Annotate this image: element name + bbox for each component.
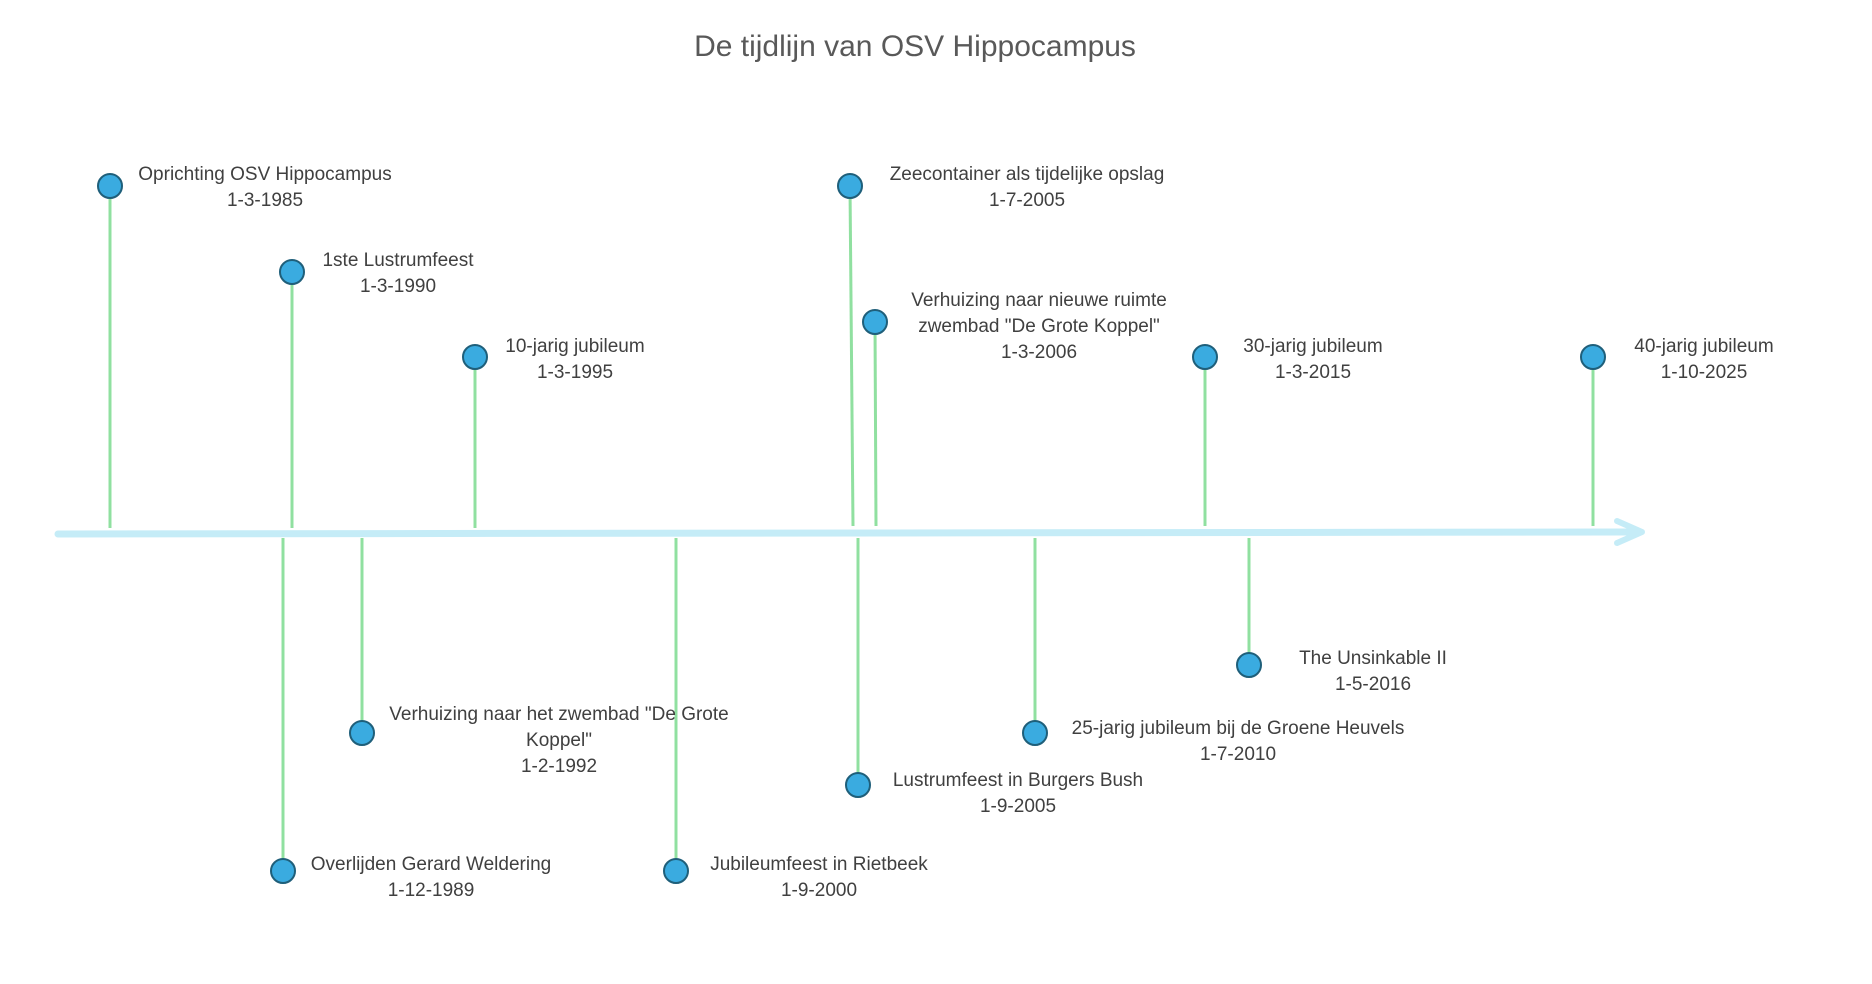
marker-jubileum40: [1580, 344, 1606, 370]
event-date: 1-7-2005: [988, 190, 1066, 211]
marker-overlijden: [270, 858, 296, 884]
marker-zeecontainer: [837, 173, 863, 199]
event-title: Verhuizing naar het zwembad "De Grote Ko…: [389, 704, 729, 751]
event-title: 30-jarig jubileum: [1243, 336, 1383, 357]
diagram-title: De tijdlijn van OSV Hippocampus: [694, 30, 1136, 63]
marker-rietbeek: [663, 858, 689, 884]
event-date: 1-5-2016: [1334, 674, 1412, 695]
event-date: 1-9-2000: [780, 880, 858, 901]
event-date: 1-3-1995: [536, 362, 614, 383]
marker-jubileum25: [1022, 720, 1048, 746]
event-title: 1ste Lustrumfeest: [322, 250, 474, 271]
event-title: 40-jarig jubileum: [1634, 336, 1774, 357]
event-title: 25-jarig jubileum bij de Groene Heuvels: [1071, 718, 1405, 739]
event-date: 1-3-1990: [359, 276, 437, 297]
event-date: 1-3-1985: [226, 190, 304, 211]
event-title: Overlijden Gerard Weldering: [310, 854, 552, 875]
stem-zeecontainer: [848, 185, 855, 527]
event-title: Verhuizing naar nieuwe ruimte zwembad "D…: [911, 290, 1167, 337]
event-title: Zeecontainer als tijdelijke opslag: [889, 164, 1165, 185]
event-title: 10-jarig jubileum: [505, 336, 645, 357]
event-date: 1-3-2006: [1000, 342, 1078, 363]
event-title: Jubileumfeest in Rietbeek: [710, 854, 928, 875]
event-title: Lustrumfeest in Burgers Bush: [892, 770, 1144, 791]
marker-unsinkable: [1236, 652, 1262, 678]
event-label-jubileum30: 30-jarig jubileum 1-3-2015: [1224, 334, 1402, 386]
event-label-oprichting: Oprichting OSV Hippocampus 1-3-1985: [120, 162, 410, 214]
marker-jubileum10: [462, 344, 488, 370]
event-title: Oprichting OSV Hippocampus: [138, 164, 392, 185]
event-date: 1-7-2010: [1199, 744, 1277, 765]
stem-verhuizing2006: [873, 321, 878, 527]
event-date: 1-9-2005: [979, 796, 1057, 817]
event-label-lustrum1: 1ste Lustrumfeest 1-3-1990: [300, 248, 496, 300]
marker-verhuizing1992: [349, 720, 375, 746]
event-label-unsinkable: The Unsinkable II 1-5-2016: [1270, 646, 1476, 698]
event-label-jubileum40: 40-jarig jubileum 1-10-2025: [1612, 334, 1796, 386]
event-title: The Unsinkable II: [1299, 648, 1447, 669]
event-label-verhuizing2006: Verhuizing naar nieuwe ruimte zwembad "D…: [880, 288, 1198, 366]
event-label-overlijden: Overlijden Gerard Weldering 1-12-1989: [290, 852, 572, 904]
markers-group: [97, 173, 1606, 884]
marker-jubileum30: [1192, 344, 1218, 370]
event-label-rietbeek: Jubileumfeest in Rietbeek 1-9-2000: [680, 852, 958, 904]
event-date: 1-12-1989: [387, 880, 475, 901]
marker-lustrum1: [279, 259, 305, 285]
stems-group: [108, 185, 1595, 871]
axis-arrowhead: [1614, 518, 1645, 546]
marker-verhuizing2006: [862, 309, 888, 335]
event-label-jubileum10: 10-jarig jubileum 1-3-1995: [486, 334, 664, 386]
event-label-burgers: Lustrumfeest in Burgers Bush 1-9-2005: [868, 768, 1168, 820]
event-label-jubileum25: 25-jarig jubileum bij de Groene Heuvels …: [1040, 716, 1436, 768]
event-date: 1-10-2025: [1660, 362, 1748, 383]
event-label-verhuizing1992: Verhuizing naar het zwembad "De Grote Ko…: [380, 702, 738, 780]
event-date: 1-3-2015: [1274, 362, 1352, 383]
event-label-zeecontainer: Zeecontainer als tijdelijke opslag 1-7-2…: [862, 162, 1192, 214]
event-date: 1-2-1992: [520, 756, 598, 777]
marker-burgers: [845, 772, 871, 798]
timeline-axis: [54, 518, 1645, 546]
axis-line: [54, 528, 1636, 538]
marker-oprichting: [97, 173, 123, 199]
